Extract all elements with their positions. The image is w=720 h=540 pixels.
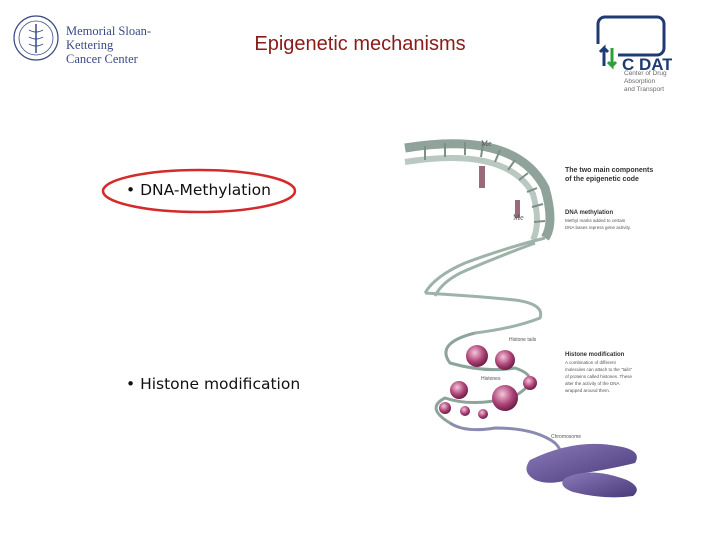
cdat-subtitle-line2: and Transport: [624, 86, 674, 94]
methylation-desc-line2: DNA bases repress gene activity.: [565, 225, 631, 230]
epigenetics-illustration: Me Me The two main components of the epi…: [395, 128, 667, 498]
methylation-desc-line1: Methyl marks added to certain: [565, 218, 626, 223]
bullet-histone-modification: • Histone modification: [126, 375, 300, 393]
methylation-title: DNA methylation: [565, 210, 613, 216]
chromosome: [526, 444, 636, 497]
histone-desc-line1: A combination of different: [565, 360, 616, 365]
dna-ladder: [405, 142, 550, 240]
label-chromosome: Chromosome: [551, 434, 581, 440]
cdat-logo: C DAT Center of Drug Absorption and Tran…: [592, 14, 672, 92]
histone-desc-line4: alter the activity of the DNA: [565, 381, 620, 386]
cdat-subtitle-line1: Center of Drug Absorption: [624, 70, 674, 86]
histone-desc-line2: molecules can attach to the "tails": [565, 367, 633, 372]
histone-title: Histone modification: [565, 352, 625, 358]
cdat-subtitle: Center of Drug Absorption and Transport: [624, 70, 674, 94]
histone-desc-line3: of proteins called histones. These: [565, 374, 632, 379]
illus-header-line2: of the epigenetic code: [565, 176, 639, 183]
label-me-2: Me: [513, 213, 524, 222]
label-me-1: Me: [481, 139, 492, 148]
dna-helix: [425, 238, 545, 333]
illus-header-line1: The two main components: [565, 167, 653, 174]
histone-desc-line5: wrapped around them.: [565, 388, 610, 393]
label-histone-tails: Histone tails: [509, 337, 537, 343]
label-histones: Histones: [481, 376, 501, 382]
bullet-dna-methylation: • DNA-Methylation: [126, 181, 271, 199]
cdat-logo-mark: C DAT: [592, 14, 672, 74]
